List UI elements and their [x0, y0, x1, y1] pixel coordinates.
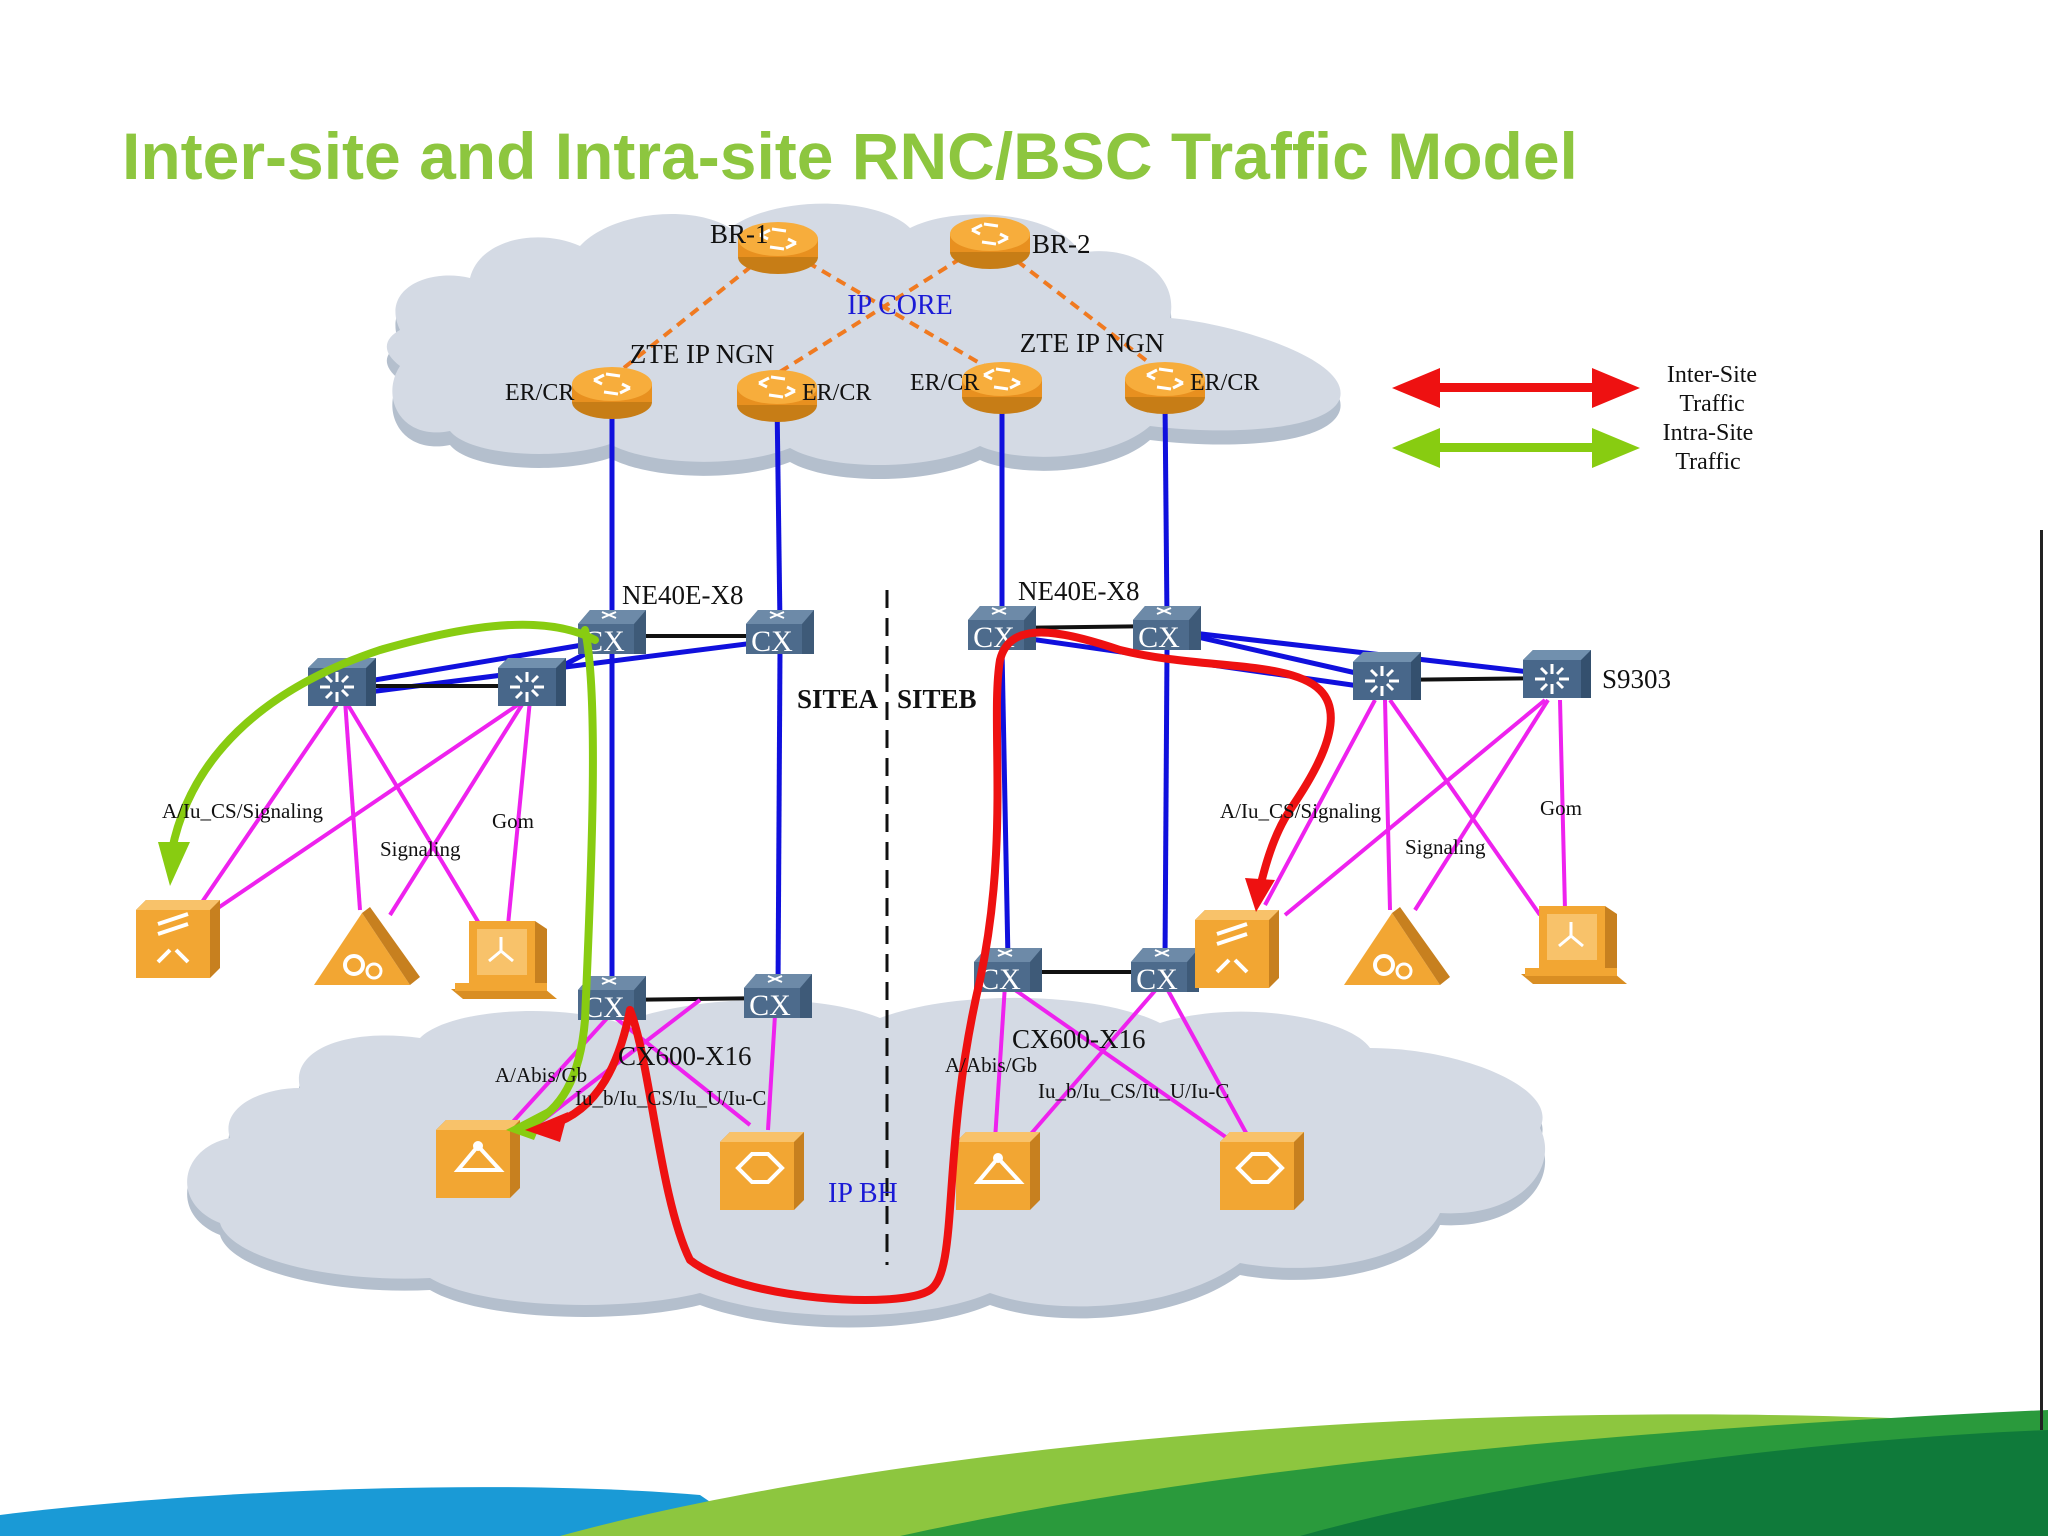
pc-device-b[interactable]: [1519, 904, 1629, 986]
site-a-label: SITEA: [797, 684, 879, 714]
footer-swoosh: [0, 530, 2048, 1536]
legend-inter-line1: Inter-Site: [1667, 362, 1757, 388]
er-cr-label-1: ER/CR: [505, 380, 574, 406]
link-gom-left: Gom: [492, 809, 534, 833]
cx600-cx-a2[interactable]: CX: [743, 973, 813, 1022]
cx-label: CX: [1136, 963, 1178, 996]
legend-intra-site-arrow: [1392, 428, 1640, 468]
cx600-left-label: CX600-X16: [618, 1041, 752, 1071]
er-cr-label-4: ER/CR: [1190, 370, 1259, 396]
switch-s9303-b1[interactable]: [1351, 650, 1423, 702]
ne40e-right-label: NE40E-X8: [1018, 576, 1139, 606]
link-iub-right: Iu_b/Iu_CS/Iu_U/Iu-C: [1038, 1079, 1229, 1103]
pc-device-a[interactable]: [449, 919, 559, 1001]
cx600-right-label: CX600-X16: [1012, 1024, 1146, 1054]
er-cr-label-3: ER/CR: [910, 370, 979, 396]
er-cr-label-2: ER/CR: [802, 380, 871, 406]
ip-core-cloud: [386, 203, 1341, 480]
switch-s9303-b2[interactable]: [1521, 648, 1593, 700]
link-gom-right: Gom: [1540, 796, 1582, 820]
br-1-label: BR-1: [710, 219, 769, 249]
legend-inter-site-arrow: [1392, 368, 1640, 408]
legend: Inter-Site Traffic Intra-Site Traffic: [1392, 362, 1757, 475]
link-abis-right: A/Abis/Gb: [945, 1053, 1037, 1077]
router-br-2[interactable]: [948, 215, 1032, 271]
site-b-label: SITEB: [897, 684, 977, 714]
cx-label: CX: [751, 625, 793, 658]
legend-intra-line2: Traffic: [1675, 449, 1740, 475]
router-er-cr-1[interactable]: [570, 365, 654, 421]
nodeb-device-b[interactable]: [1220, 1132, 1304, 1210]
ne40e-left-label: NE40E-X8: [622, 580, 743, 610]
ip-core-label: IP CORE: [847, 290, 953, 321]
nodeb-device-a[interactable]: [720, 1132, 804, 1210]
gear-device-b[interactable]: [1342, 905, 1452, 987]
switch-a2[interactable]: [496, 656, 568, 708]
ne40e-cx-b2[interactable]: CX: [1132, 605, 1202, 654]
cx-label: CX: [749, 989, 791, 1022]
link-iub-left: Iu_b/Iu_CS/Iu_U/Iu-C: [575, 1086, 766, 1110]
page-title: Inter-site and Intra-site RNC/BSC Traffi…: [122, 119, 1578, 193]
bts-device-b[interactable]: [956, 1132, 1040, 1210]
ngn-left-label: ZTE IP NGN: [630, 339, 774, 369]
cx600-cx-a1[interactable]: CX: [577, 975, 647, 1024]
bts-device-a[interactable]: [436, 1120, 520, 1198]
rnc-device-b[interactable]: [1195, 910, 1279, 988]
s9303-label: S9303: [1602, 664, 1671, 694]
ne40e-cx-a2[interactable]: CX: [745, 609, 815, 658]
legend-intra-line1: Intra-Site: [1663, 420, 1754, 446]
link-signaling-left: Signaling: [380, 837, 461, 861]
link-abis-left: A/Abis/Gb: [495, 1063, 587, 1087]
inter-site-arrowheads: [525, 878, 1275, 1142]
cx600-cx-b2[interactable]: CX: [1130, 947, 1200, 996]
intra-site-traffic-path: [168, 620, 599, 1129]
ip-bh-label: IP BH: [828, 1178, 898, 1209]
rnc-device-a[interactable]: [136, 900, 220, 978]
ngn-right-label: ZTE IP NGN: [1020, 328, 1164, 358]
link-a-iu-left: A/Iu_CS/Signaling: [162, 799, 324, 823]
access-links: [198, 698, 1567, 1142]
cx-label: CX: [1138, 621, 1180, 654]
legend-inter-line2: Traffic: [1679, 391, 1744, 417]
br-2-label: BR-2: [1032, 229, 1091, 259]
link-a-iu-right: A/Iu_CS/Signaling: [1220, 799, 1382, 823]
ip-bh-cloud: [187, 997, 1546, 1328]
cx-label: CX: [583, 991, 625, 1024]
link-signaling-right: Signaling: [1405, 835, 1486, 859]
gear-device-a[interactable]: [312, 905, 422, 987]
